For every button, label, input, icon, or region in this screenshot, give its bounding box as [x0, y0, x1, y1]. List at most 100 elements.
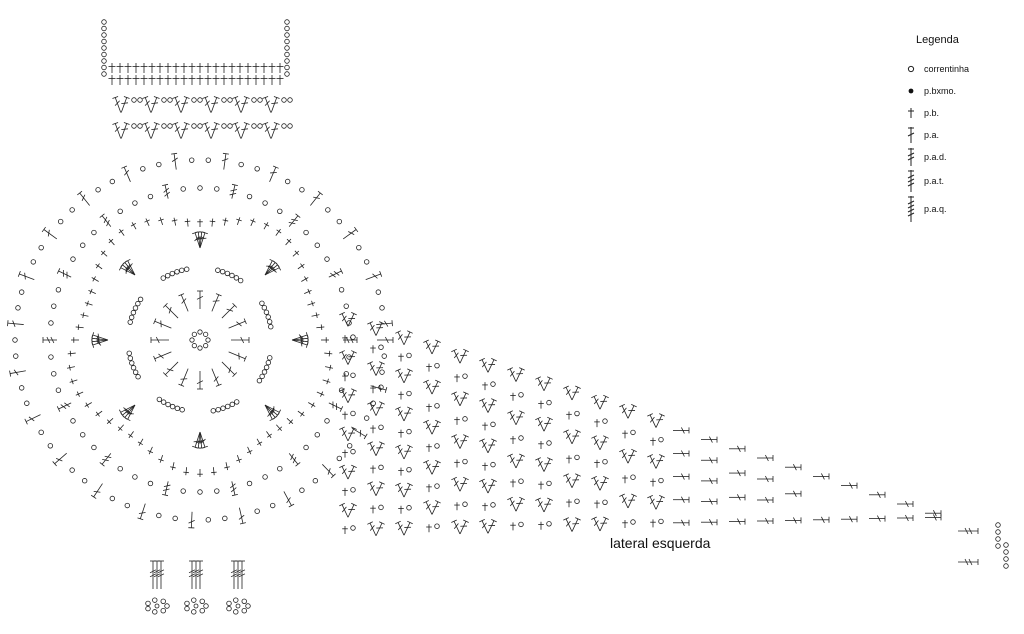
- stitch-bar: [649, 498, 655, 505]
- stitch-bar: [593, 398, 599, 405]
- stitch-stem: [375, 522, 383, 536]
- chain-stitch: [246, 193, 253, 200]
- stitch-stem: [425, 501, 433, 515]
- stitch-bar: [60, 404, 67, 410]
- tall-stitch: [288, 453, 301, 467]
- stitch-bar: [144, 126, 150, 132]
- chain-stitch: [137, 296, 144, 303]
- stitch-bar: [453, 352, 459, 359]
- tall-stitch: [288, 213, 301, 227]
- stitch-bar: [369, 404, 375, 411]
- tall-stitch: [367, 481, 377, 496]
- stitch-bar: [453, 480, 459, 487]
- stitch-stem: [347, 466, 355, 480]
- stitch-bar: [348, 356, 356, 358]
- chain-stitch: [379, 305, 385, 311]
- stitch-bar: [572, 479, 580, 481]
- chain-stitch: [350, 487, 356, 493]
- stitch-bar: [230, 569, 238, 574]
- chain-stitch: [101, 58, 107, 64]
- stitch-bar: [234, 126, 240, 132]
- stitch-stem: [122, 404, 136, 416]
- stitch-top: [519, 496, 525, 501]
- stitch-stem: [347, 504, 355, 518]
- stitch-stem: [649, 496, 657, 510]
- stitch-top: [619, 493, 625, 497]
- chain-stitch: [164, 603, 170, 609]
- tall-stitch: [487, 519, 497, 534]
- chain-stitch: [70, 256, 76, 262]
- chain-stitch: [254, 508, 260, 514]
- stitch-top: [162, 183, 169, 187]
- stitch-bar: [933, 510, 937, 517]
- stitch-bar: [905, 514, 909, 522]
- single-crochet-stitch: [325, 364, 334, 371]
- tall-stitch: [202, 96, 212, 113]
- stitch-stem: [270, 123, 278, 139]
- stitch-bar: [212, 300, 220, 302]
- tall-stitch: [192, 560, 200, 589]
- stitch-top: [603, 394, 609, 399]
- stitch-stem: [145, 218, 150, 226]
- stitch-stem: [127, 404, 136, 420]
- stitch-bar: [933, 514, 937, 521]
- chain-stitch: [462, 416, 468, 422]
- chain-stitch: [117, 466, 123, 472]
- stitch-stem: [144, 123, 152, 139]
- chain-stitch: [129, 360, 135, 366]
- tall-stitch: [647, 494, 657, 510]
- single-crochet-stitch: [510, 479, 516, 488]
- chain-stitch: [303, 444, 309, 451]
- stitch-stem: [264, 123, 272, 139]
- chain-stitch: [378, 384, 384, 390]
- stitch-top: [603, 435, 609, 439]
- stitch-bar: [656, 419, 664, 421]
- stitch-top: [491, 358, 497, 362]
- stitch-stem: [431, 461, 439, 475]
- chain-stitch: [256, 377, 263, 384]
- chain-stitch: [378, 424, 384, 430]
- tall-stitch: [619, 493, 629, 509]
- stitch-bar: [213, 376, 219, 382]
- stitch-stem: [165, 305, 179, 319]
- stitch-top: [435, 460, 441, 464]
- stitch-bar: [144, 100, 150, 106]
- chain-stitch: [434, 483, 440, 489]
- tall-stitch: [591, 394, 601, 410]
- stitch-stem: [425, 461, 433, 475]
- tall-stitch: [228, 351, 247, 362]
- tassels: [145, 560, 251, 615]
- stitch-stem: [487, 399, 495, 413]
- stitch-stem: [210, 97, 218, 113]
- stitch-bar: [121, 128, 129, 130]
- stitch-bar: [288, 419, 293, 425]
- stitch-stem: [571, 430, 579, 444]
- chain-stitch: [233, 597, 239, 603]
- stitch-bar: [628, 410, 636, 412]
- stitch-bar: [196, 573, 204, 578]
- stitch-stem: [655, 496, 663, 510]
- stitch-stem: [425, 381, 433, 395]
- stitch-top: [339, 350, 345, 354]
- legend-label-dtr: p.a.d.: [924, 152, 947, 162]
- stitch-stem: [54, 452, 67, 464]
- single-crochet-stitch: [260, 75, 268, 85]
- stitch-bar: [118, 229, 124, 234]
- chain-stitch: [127, 355, 134, 361]
- tall-stitch: [543, 497, 553, 513]
- stitch-stem: [194, 232, 201, 249]
- single-crochet-stitch: [297, 410, 305, 417]
- tall-stitch: [52, 452, 67, 467]
- stitch-bar: [291, 218, 298, 221]
- stitch-bar: [793, 517, 797, 524]
- stitch-bar: [737, 494, 741, 501]
- tall-stitch: [785, 464, 802, 471]
- stitch-bar: [266, 433, 272, 438]
- tall-stitch: [701, 498, 718, 505]
- stitch-top: [395, 482, 401, 487]
- stitch-bar: [93, 491, 101, 493]
- tall-stitch: [328, 268, 344, 278]
- stitch-bar: [130, 222, 137, 227]
- stitch-bar: [230, 573, 238, 578]
- stitch-stem: [322, 464, 334, 477]
